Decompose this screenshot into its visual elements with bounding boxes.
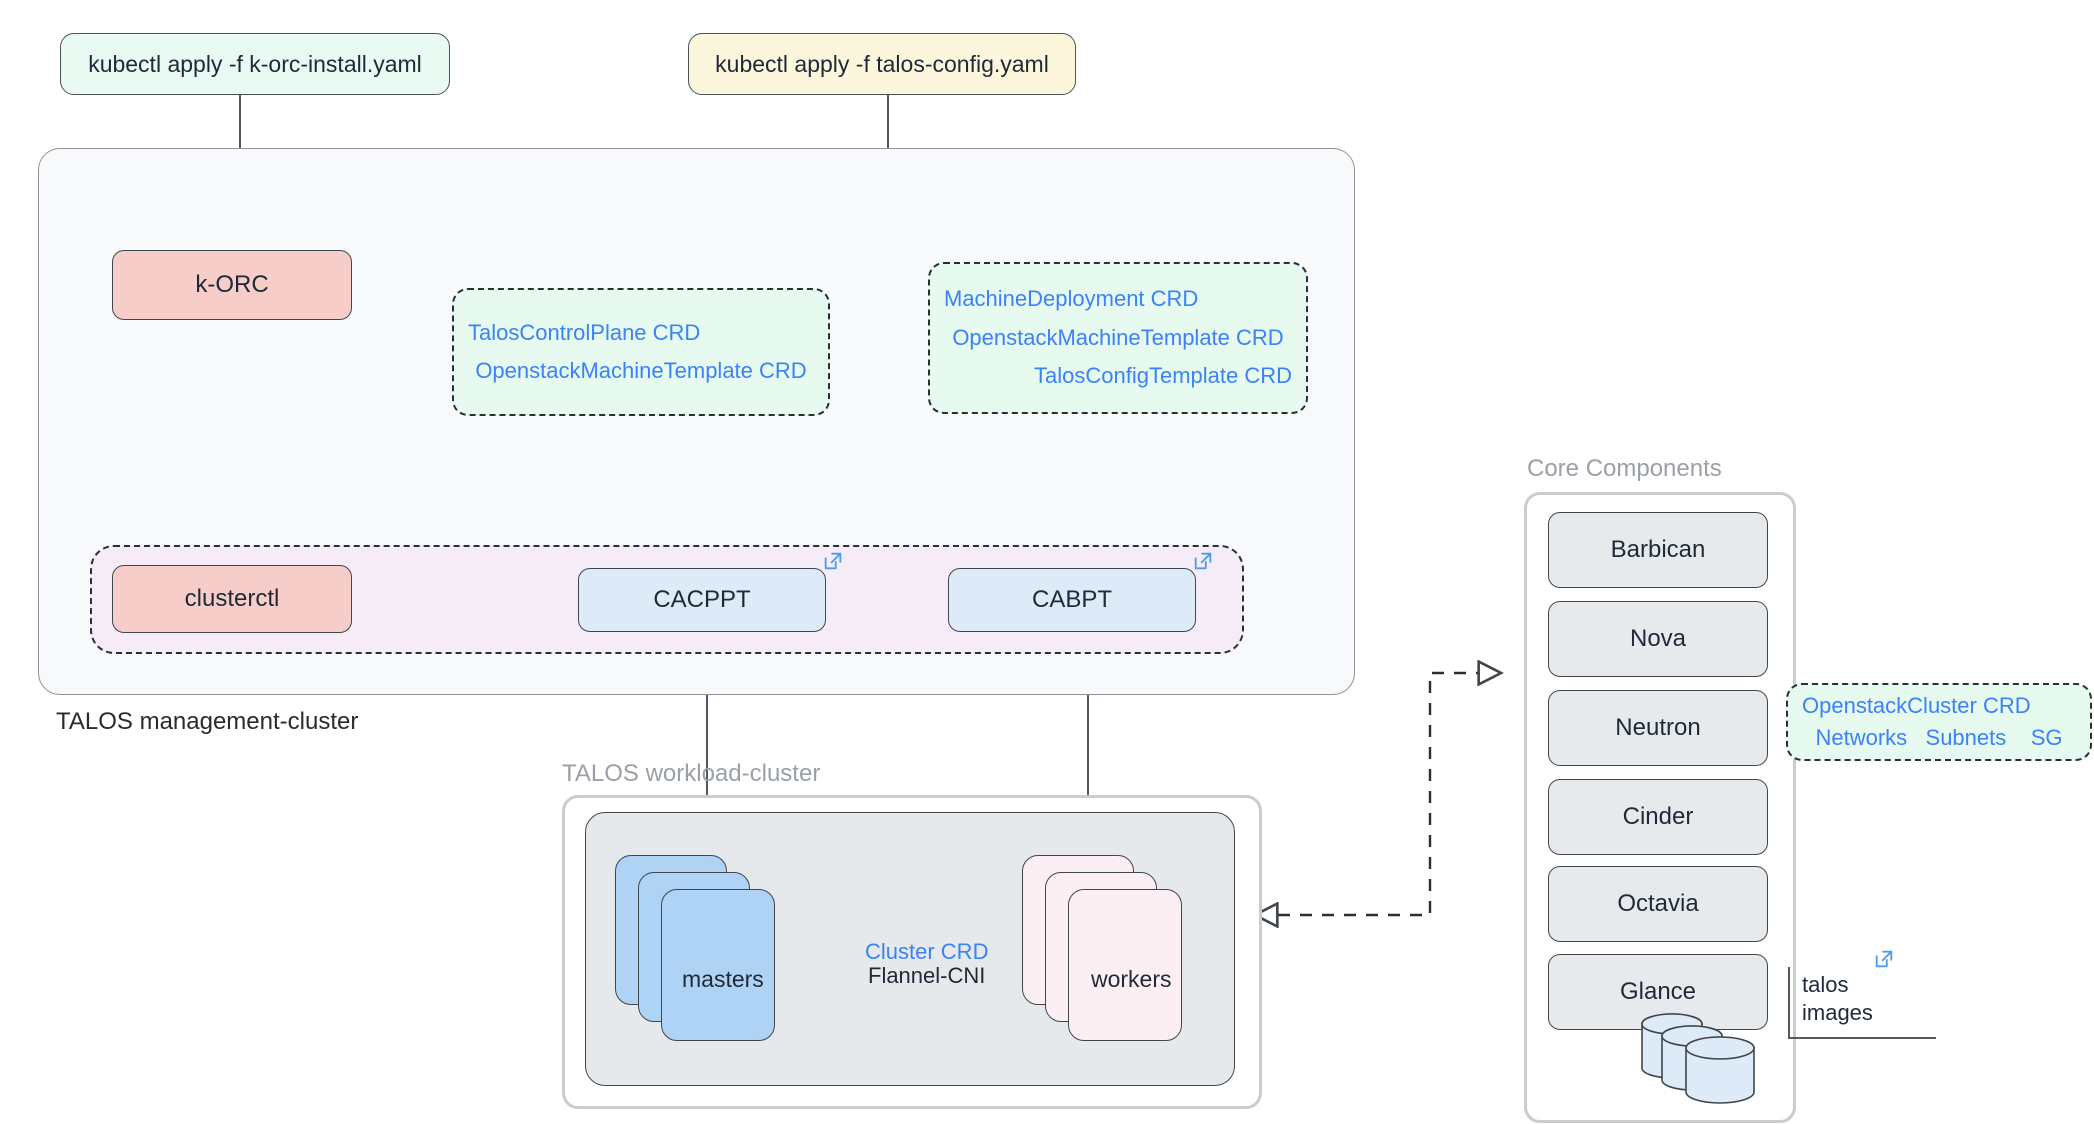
- workload-cluster-label: TALOS workload-cluster: [562, 760, 821, 787]
- external-link-icon[interactable]: [1873, 948, 1895, 970]
- command-box-talos-config[interactable]: kubectl apply -f talos-config.yaml: [688, 33, 1076, 95]
- crd-box-machinedeployment[interactable]: MachineDeployment CRD OpenstackMachineTe…: [928, 262, 1308, 414]
- crd-line: OpenstackCluster CRD: [1802, 693, 2031, 719]
- core-component-octavia[interactable]: Octavia: [1548, 866, 1768, 942]
- resource-networks: Networks: [1815, 725, 1908, 750]
- external-link-icon[interactable]: [822, 550, 844, 572]
- core-component-cinder[interactable]: Cinder: [1548, 779, 1768, 855]
- crd-box-openstackcluster[interactable]: OpenstackCluster CRD Networks Subnets SG: [1786, 683, 2092, 761]
- core-component-barbican[interactable]: Barbican: [1548, 512, 1768, 588]
- crd-line: OpenstackMachineTemplate CRD: [475, 358, 807, 383]
- node-k-orc[interactable]: k-ORC: [112, 250, 352, 320]
- note-line: images: [1802, 1000, 1873, 1026]
- note-talos-images: talos images: [1788, 967, 1936, 1039]
- core-component-neutron[interactable]: Neutron: [1548, 690, 1768, 766]
- master-node-card[interactable]: [661, 889, 775, 1041]
- workers-label: workers: [1091, 966, 1172, 992]
- cni-edge-label: Flannel-CNI: [868, 963, 986, 988]
- command-box-korc-install[interactable]: kubectl apply -f k-orc-install.yaml: [60, 33, 450, 95]
- crd-box-controlplane[interactable]: TalosControlPlane CRD OpenstackMachineTe…: [452, 288, 830, 416]
- masters-label: masters: [682, 966, 764, 992]
- worker-node-card[interactable]: [1068, 889, 1182, 1041]
- edge-workload-to-core-components: [1256, 673, 1500, 915]
- crd-line-resources: Networks Subnets SG: [1802, 722, 2076, 754]
- crd-line: TalosControlPlane CRD: [468, 319, 701, 345]
- glance-images-cylinders: [1641, 1013, 1755, 1104]
- node-cabpt[interactable]: CABPT: [948, 568, 1196, 632]
- note-line: talos: [1802, 972, 1849, 997]
- external-link-icon[interactable]: [1192, 550, 1214, 572]
- resource-subnets: Subnets: [1925, 725, 2007, 750]
- resource-sg: SG: [2030, 725, 2063, 750]
- crd-line: MachineDeployment CRD: [944, 286, 1199, 312]
- crd-line: OpenstackMachineTemplate CRD: [952, 324, 1284, 350]
- cluster-crd-edge-label: Cluster CRD: [865, 939, 989, 964]
- core-component-nova[interactable]: Nova: [1548, 601, 1768, 677]
- management-cluster-label: TALOS management-cluster: [56, 708, 359, 735]
- core-components-title: Core Components: [1527, 455, 1722, 482]
- node-clusterctl[interactable]: clusterctl: [112, 565, 352, 633]
- node-cacppt[interactable]: CACPPT: [578, 568, 826, 632]
- crd-line: TalosConfigTemplate CRD: [1034, 363, 1292, 389]
